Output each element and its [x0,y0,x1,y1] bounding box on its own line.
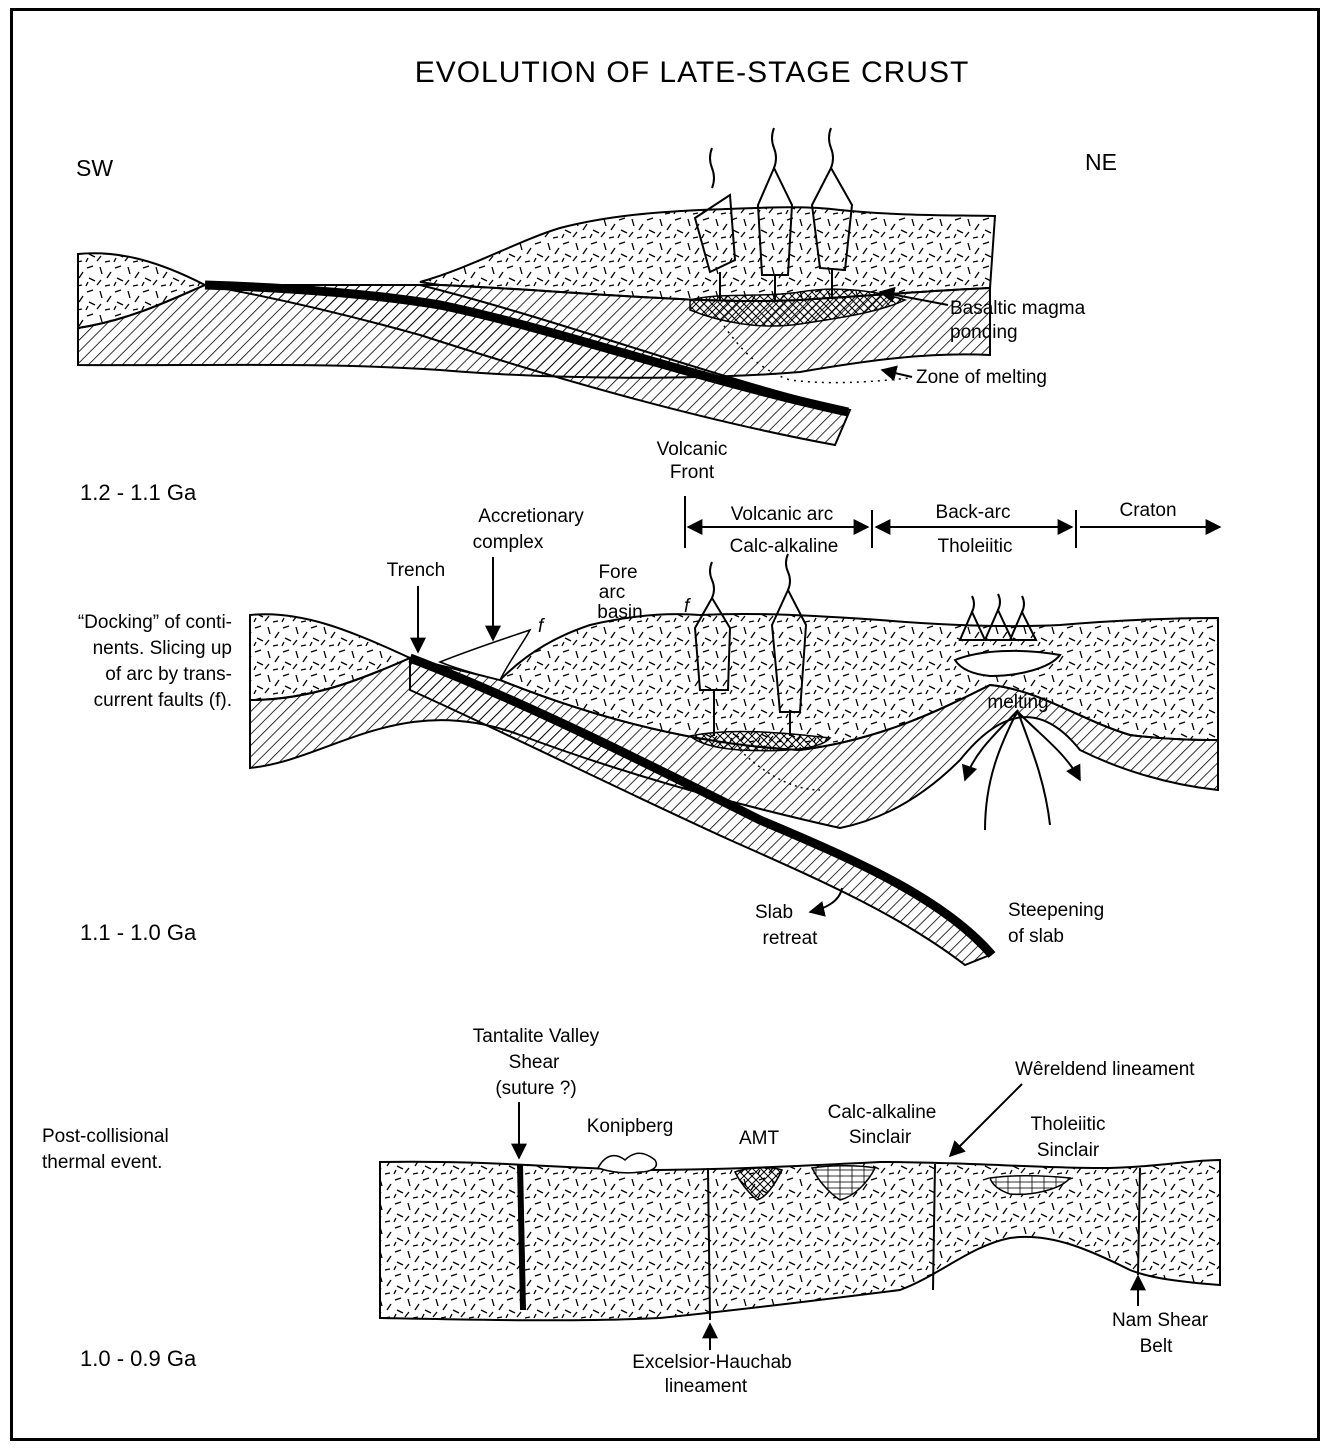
label-zone-of-melting: Zone of melting [916,367,1047,388]
label-steepening: Steepening [1008,900,1104,921]
label-belt: Belt [1140,1336,1173,1357]
label-back-arc: Back-arc [936,502,1011,523]
panel-3-cross-section [380,1153,1220,1320]
label-slab: Slab [755,902,793,923]
panel2-note-line-2: nents. Slicing up [93,638,232,659]
ne-direction-label: NE [1085,149,1117,175]
label-konipberg: Konipberg [587,1116,674,1137]
label-wereldend: Wêreldend lineament [1015,1059,1195,1080]
label-shear: Shear [509,1052,560,1073]
fault-f-label: f [538,616,545,637]
panel3-note-line-2: thermal event. [42,1152,162,1173]
label-calc-alkaline-sinclair: Calc-alkaline [828,1102,937,1123]
label-of-slab: of slab [1008,926,1064,947]
panel3-note-line-1: Post-collisional [42,1126,169,1147]
label-ponding: ponding [950,322,1018,343]
panel3-age: 1.0 - 0.9 Ga [80,1346,197,1371]
tantalite-shear-fault [520,1164,523,1310]
label-accretionary: Accretionary [478,506,584,527]
label-arc: arc [599,582,625,603]
figure-title: EVOLUTION OF LATE-STAGE CRUST [415,56,970,89]
konipberg-body [598,1153,656,1173]
label-front: Front [670,462,715,483]
label-volcanic: Volcanic [657,439,728,460]
arrow-slab-retreat [810,888,842,912]
label-calc-sinclair: Sinclair [849,1127,912,1148]
label-tholeiitic: Tholeiitic [938,536,1013,557]
label-craton: Craton [1119,500,1176,521]
panel1-arc-crust [420,207,995,301]
panel2-note-line-4: current faults (f). [94,690,232,711]
sw-direction-label: SW [76,155,113,181]
label-tantalite-valley: Tantalite Valley [473,1026,600,1047]
label-thol-sinclair: Sinclair [1037,1140,1100,1161]
arrow-zone-of-melting [882,370,912,377]
label-volcanic-arc: Volcanic arc [731,504,833,525]
label-tholeiitic-sinclair: Tholeiitic [1031,1114,1106,1135]
label-suture: (suture ?) [495,1078,576,1099]
label-basaltic-magma: Basaltic magma [950,298,1086,319]
label-retreat: retreat [763,928,819,949]
panel2-age: 1.1 - 1.0 Ga [80,920,197,945]
label-complex: complex [473,532,544,553]
label-lineament: lineament [665,1376,748,1397]
label-excelsior-hauchab: Excelsior-Hauchab [632,1352,791,1373]
label-fore: Fore [598,562,637,583]
panel-1-cross-section [78,128,995,445]
label-nam-shear: Nam Shear [1112,1310,1209,1331]
label-trench: Trench [387,560,445,581]
arrow-wereldend [950,1084,1022,1156]
panel2-note-line-1: “Docking” of conti- [78,612,232,633]
panel1-age: 1.2 - 1.1 Ga [80,480,197,505]
label-melting: melting [987,692,1048,713]
label-calc-alkaline: Calc-alkaline [730,536,839,557]
panel3-crust-block [380,1160,1220,1320]
panel2-note-line-3: of arc by trans- [105,664,232,685]
label-amt: AMT [739,1128,780,1149]
